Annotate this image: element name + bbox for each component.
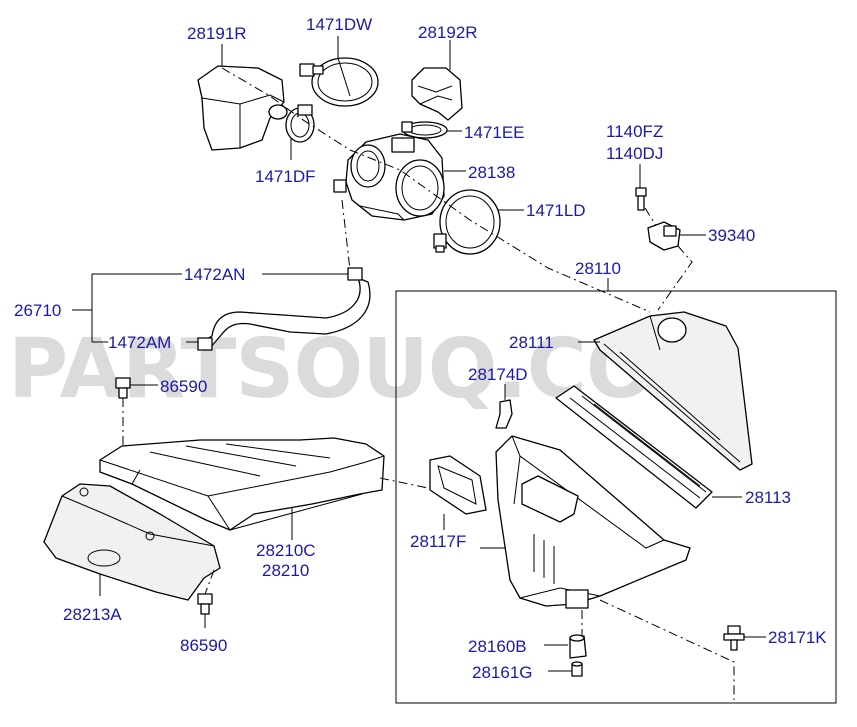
label-26710[interactable]: 26710 bbox=[14, 301, 61, 320]
part-39340-sensor[interactable] bbox=[647, 221, 681, 251]
part-28171K-bolt[interactable] bbox=[723, 625, 745, 651]
label-28191R[interactable]: 28191R bbox=[187, 24, 247, 43]
label-1471LD[interactable]: 1471LD bbox=[526, 201, 586, 220]
part-1471EE-clamp[interactable] bbox=[401, 121, 448, 139]
part-28117F-gasket[interactable] bbox=[429, 455, 487, 515]
label-28174D[interactable]: 28174D bbox=[468, 365, 528, 384]
part-28191R-duct[interactable] bbox=[197, 65, 288, 151]
label-28110[interactable]: 28110 bbox=[575, 259, 621, 278]
label-28113[interactable]: 28113 bbox=[745, 488, 791, 507]
part-28160B-mount[interactable] bbox=[569, 634, 587, 659]
part-1471DF-clamp[interactable] bbox=[285, 104, 315, 143]
label-39340[interactable]: 39340 bbox=[708, 226, 755, 245]
label-1472AM[interactable]: 1472AM bbox=[108, 333, 171, 352]
label-1472AN[interactable]: 1472AN bbox=[184, 265, 245, 284]
assembly-frame bbox=[395, 290, 837, 704]
label-28138[interactable]: 28138 bbox=[468, 163, 515, 182]
label-28161G[interactable]: 28161G bbox=[472, 663, 533, 682]
part-86590-clip-lower[interactable] bbox=[197, 593, 213, 615]
part-28111-cleaner-cover[interactable] bbox=[593, 311, 753, 471]
part-28113-filter-element[interactable] bbox=[555, 385, 713, 509]
label-28210C[interactable]: 28210C bbox=[256, 541, 316, 560]
label-1140FZ[interactable]: 1140FZ bbox=[606, 122, 663, 141]
part-28161G-collar[interactable] bbox=[571, 661, 583, 677]
label-86590-upper[interactable]: 86590 bbox=[160, 377, 207, 396]
part-28138-sensor-body[interactable] bbox=[333, 133, 445, 221]
label-86590-lower[interactable]: 86590 bbox=[180, 636, 227, 655]
part-26710-breather-hose[interactable] bbox=[197, 267, 371, 351]
part-1471LD-clamp[interactable] bbox=[433, 189, 501, 255]
label-1140DJ[interactable]: 1140DJ bbox=[606, 144, 663, 163]
label-1471DW[interactable]: 1471DW bbox=[306, 15, 372, 34]
label-28213A[interactable]: 28213A bbox=[63, 605, 122, 624]
part-1140FZ-bolt[interactable] bbox=[635, 187, 647, 211]
part-28192R-elbow[interactable] bbox=[411, 67, 463, 121]
label-28160B[interactable]: 28160B bbox=[468, 637, 527, 656]
part-28174D-clip[interactable] bbox=[495, 399, 513, 429]
label-28171K[interactable]: 28171K bbox=[768, 628, 827, 647]
label-1471DF[interactable]: 1471DF bbox=[255, 167, 315, 186]
label-28192R[interactable]: 28192R bbox=[418, 23, 478, 42]
label-28111[interactable]: 28111 bbox=[509, 333, 554, 352]
part-28210-intake-duct[interactable] bbox=[99, 437, 385, 531]
part-1471DW-clamp[interactable] bbox=[299, 57, 379, 107]
label-28117F[interactable]: 28117F bbox=[410, 532, 466, 551]
label-1471EE[interactable]: 1471EE bbox=[464, 123, 525, 142]
part-28110-lower-case[interactable] bbox=[495, 435, 691, 609]
label-28210[interactable]: 28210 bbox=[262, 561, 309, 580]
